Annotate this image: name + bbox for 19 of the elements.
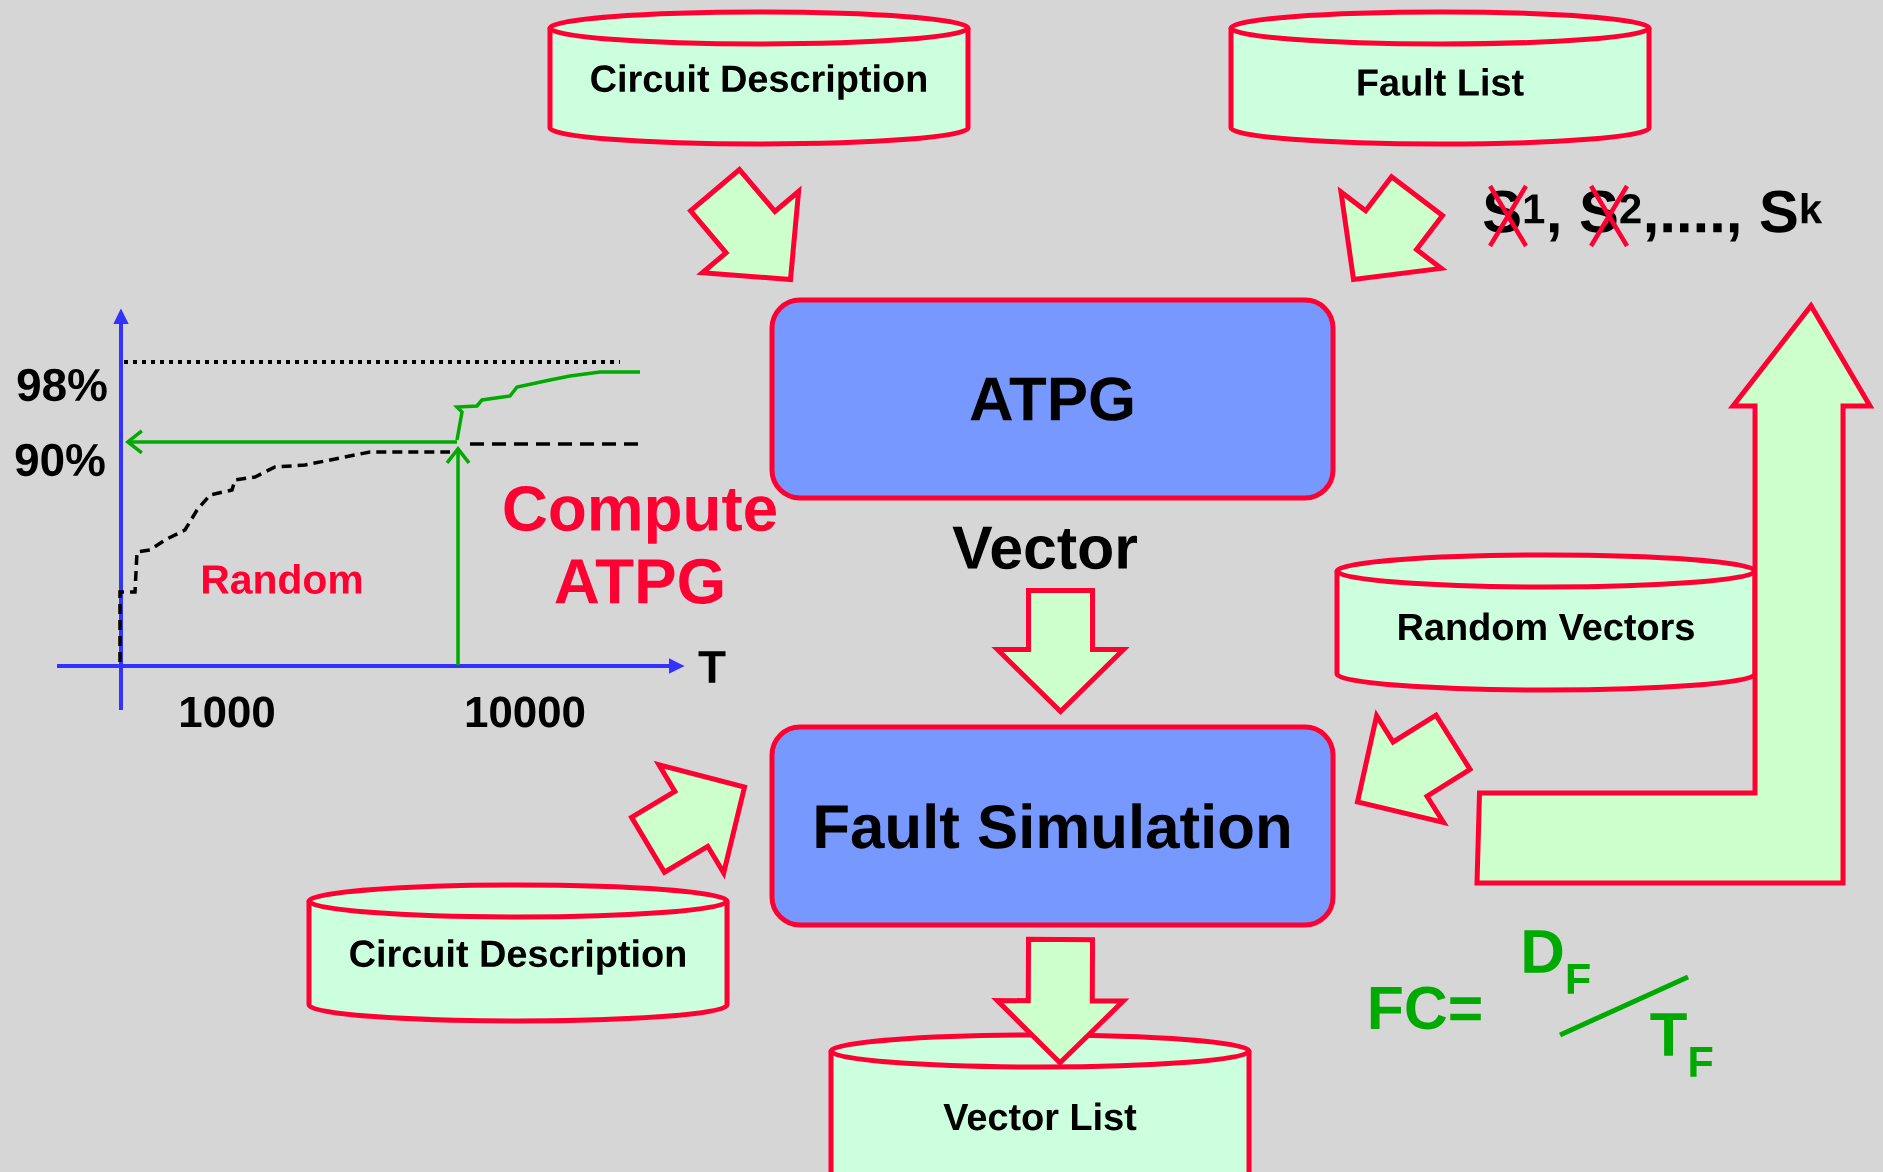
database-cylinder: Fault List <box>1228 9 1652 147</box>
formula-text: FC= <box>1370 986 1481 1030</box>
block-arrow <box>1474 301 1875 886</box>
database-cylinder: Vector List <box>828 1032 1252 1172</box>
database-cylinder: Random Vectors <box>1334 552 1758 693</box>
axis-tick-label: 10000 <box>466 696 585 728</box>
block-arrow <box>991 936 1130 1067</box>
axis-tick-label: 98% <box>17 368 107 402</box>
database-cylinder: Circuit Description <box>306 882 730 1024</box>
process-box: Fault Simulation <box>769 724 1336 928</box>
axis-tick-label: 90% <box>15 443 105 477</box>
database-cylinder: Circuit Description <box>547 9 971 147</box>
edge-label: Vector <box>950 524 1140 572</box>
axis-title: T <box>698 651 726 683</box>
formula-text: T$_{F}$ <box>1650 1013 1713 1077</box>
block-arrow <box>991 588 1130 715</box>
chart-annotation: Random <box>203 564 362 594</box>
formula-text: D$_{F}$ <box>1524 930 1590 994</box>
axis-tick-label: 1000 <box>181 696 274 728</box>
